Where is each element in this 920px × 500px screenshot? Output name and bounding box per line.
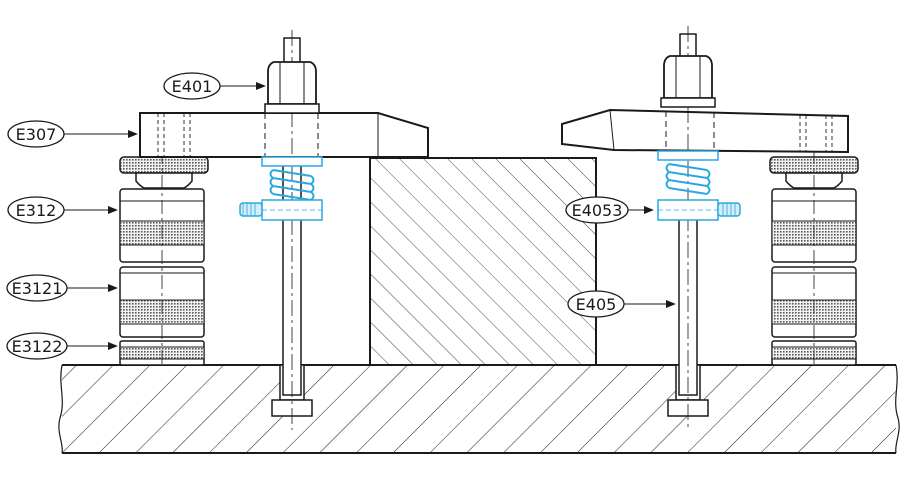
right-nut	[660, 55, 716, 108]
workpiece-block	[369, 157, 597, 366]
callout-e4053-label: E4053	[572, 201, 623, 220]
callout-e4053: E4053	[565, 196, 654, 224]
right-support-stack	[769, 150, 859, 368]
left-nut	[264, 61, 320, 114]
base-plate	[58, 364, 900, 454]
callout-e405-label: E405	[576, 295, 617, 314]
callout-e3121-label: E3121	[12, 279, 63, 298]
callout-e3122-label: E3122	[12, 337, 63, 356]
left-spring-assembly	[239, 156, 323, 221]
right-clamp-bar	[561, 108, 849, 154]
left-clamp-bar	[139, 112, 429, 158]
callout-e312: E312	[7, 196, 118, 224]
callout-e405: E405	[567, 290, 676, 318]
left-support-stack	[119, 150, 209, 368]
callout-e3121: E3121	[6, 274, 118, 302]
callout-e401-label: E401	[172, 77, 213, 96]
callout-e3122: E3122	[6, 332, 118, 360]
callout-e312-label: E312	[16, 201, 57, 220]
callout-e307: E307	[7, 120, 138, 148]
right-spring-assembly	[657, 150, 741, 221]
callout-e401: E401	[163, 72, 266, 100]
callout-e307-label: E307	[16, 125, 57, 144]
